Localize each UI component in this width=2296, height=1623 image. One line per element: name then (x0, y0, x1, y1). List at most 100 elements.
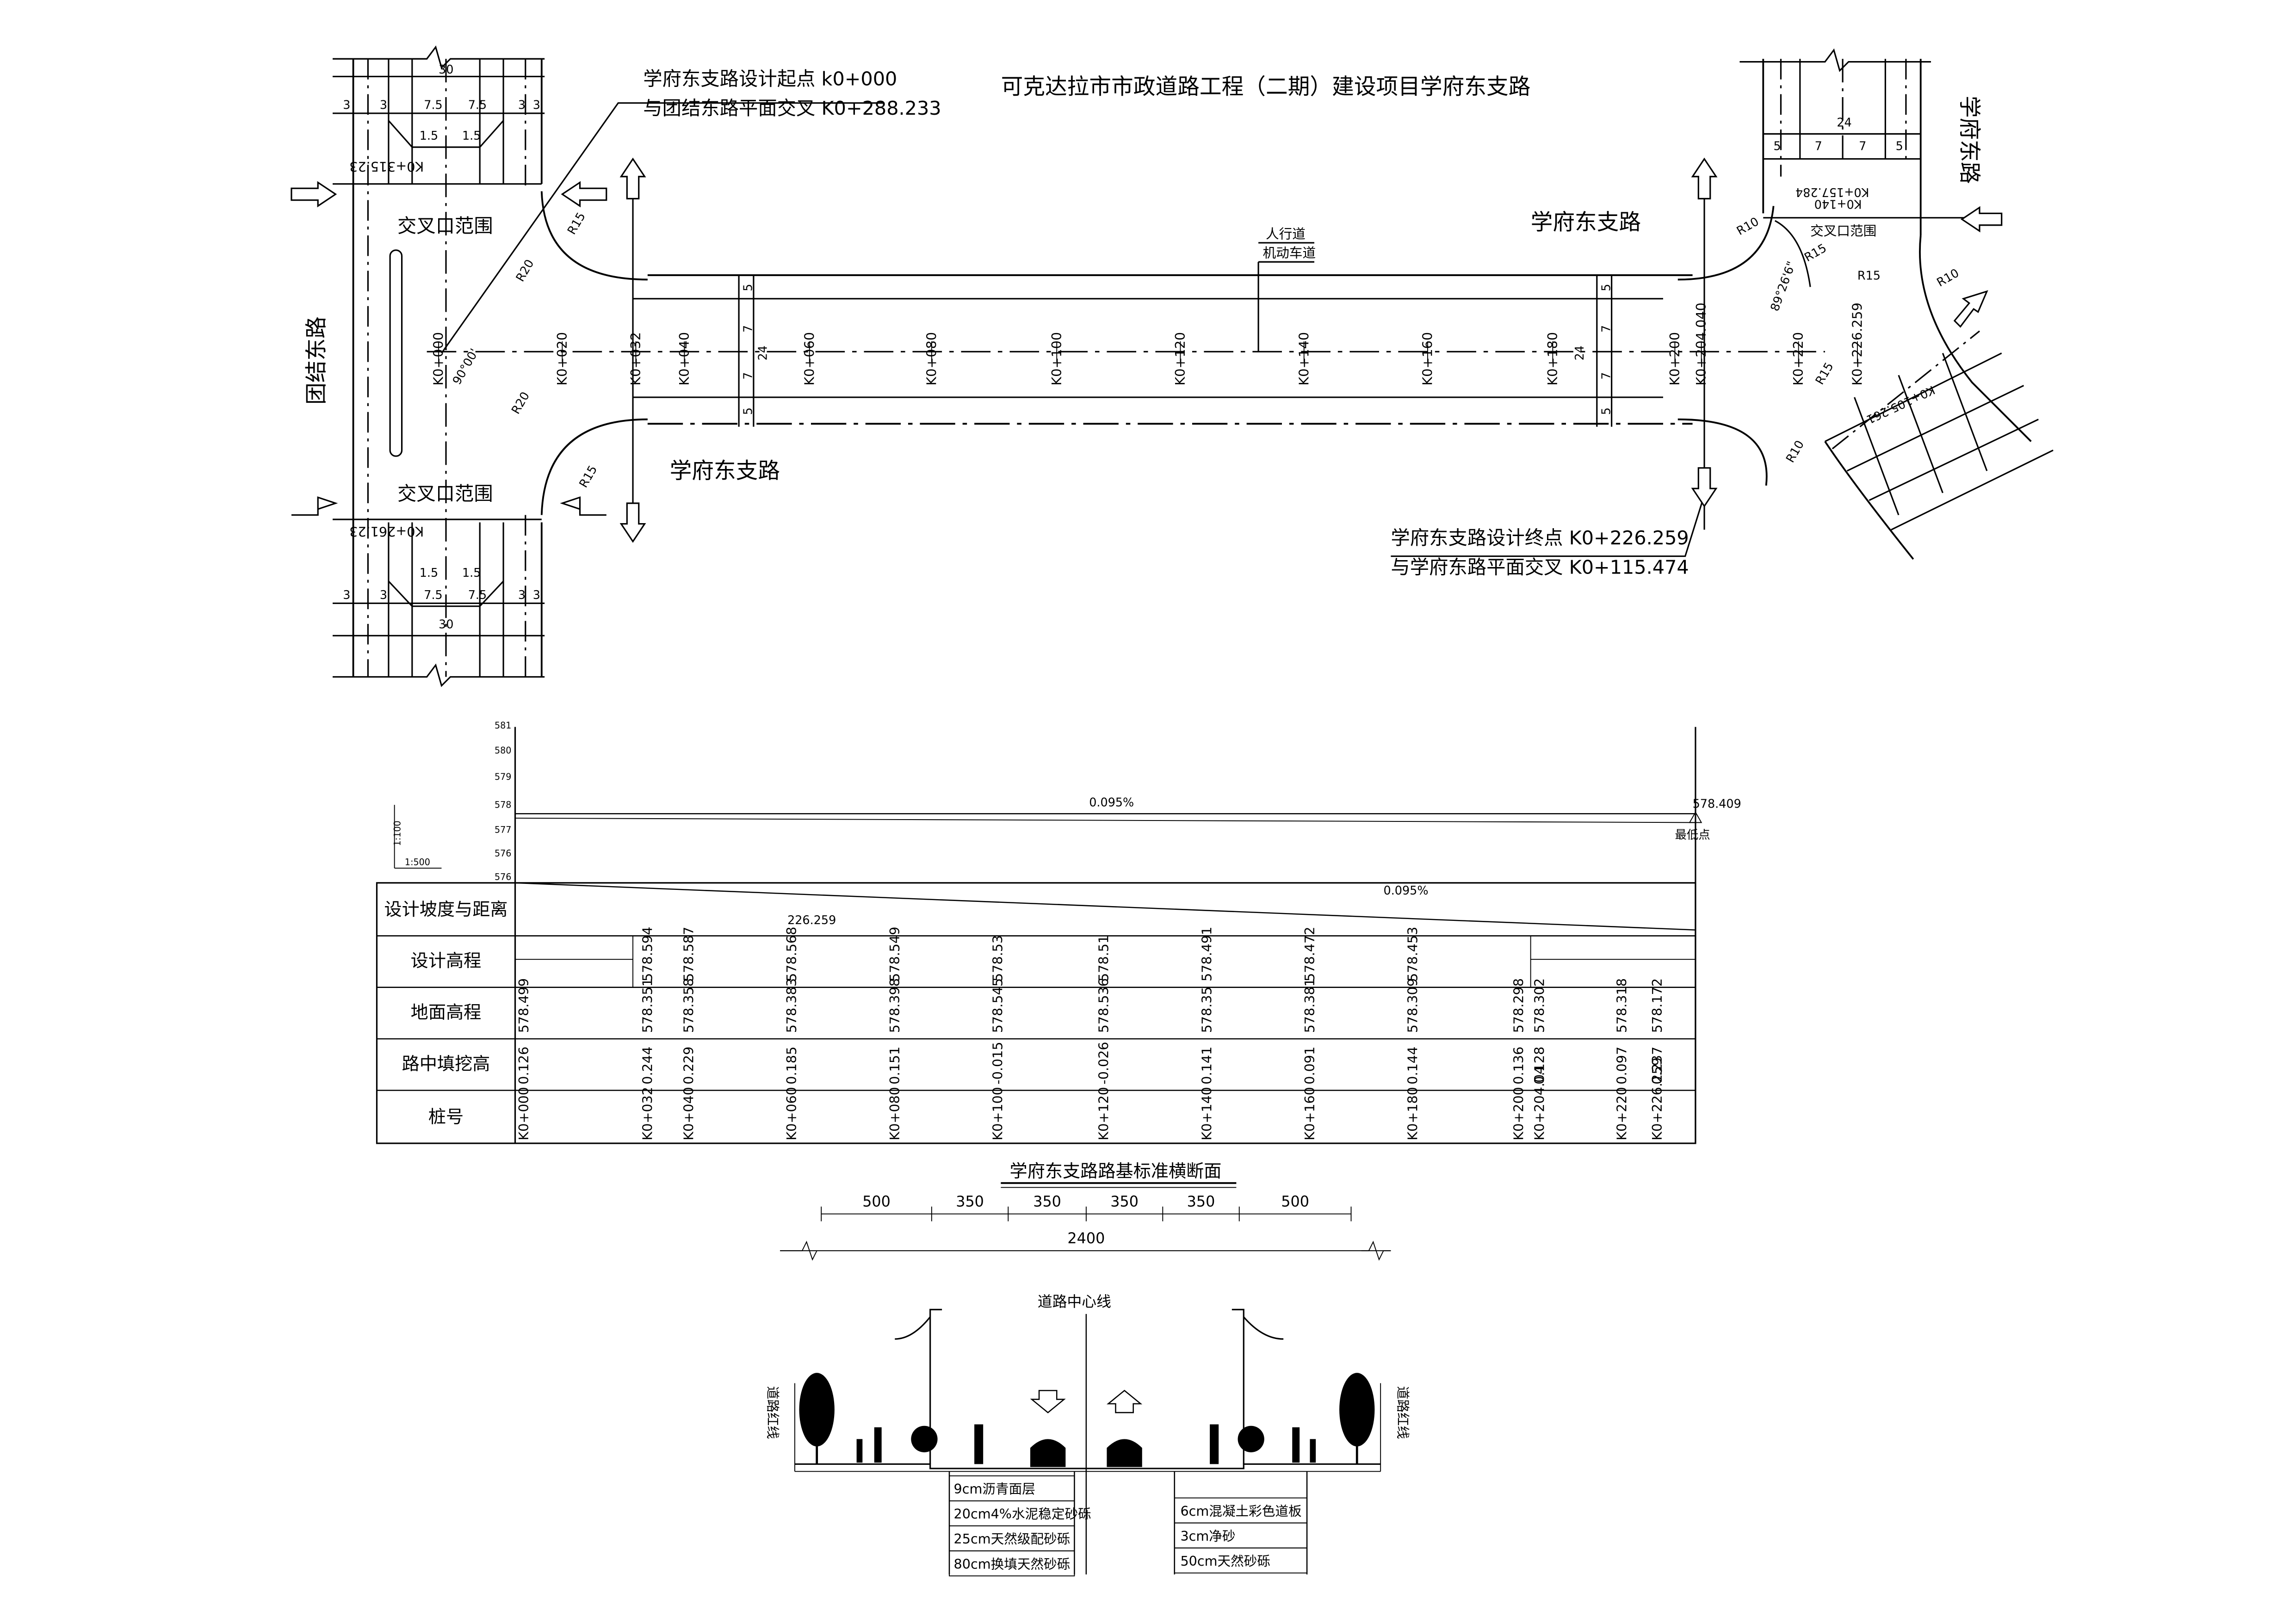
sidewalk-layer-label: 6cm混凝土彩色道板 (1180, 1503, 1301, 1519)
section-dim-label: 350 (1187, 1193, 1215, 1210)
elevation-tick-label: 579 (495, 772, 511, 782)
start-note-leader (441, 102, 883, 354)
left-dim-top: 3 (518, 98, 526, 112)
left-dim-top: 3 (380, 98, 387, 112)
width-dim-label: 5 (742, 284, 755, 291)
profile-horizontal-scale: 1:500 (405, 858, 430, 868)
left-small-dim-bottom: 1.5 (420, 566, 438, 580)
profile-station: K0+226.259 (1649, 1057, 1665, 1140)
break-symbol-right (1361, 1240, 1391, 1261)
design-elevation: 578.568 (784, 927, 799, 981)
elevation-tick-label: 581 (495, 721, 511, 731)
width-dim-label: 7 (1599, 372, 1613, 380)
ground-elevation: 578.536 (1096, 978, 1112, 1033)
low-point-marker-icon (1689, 811, 1702, 823)
design-elevation: 578.549 (887, 927, 903, 981)
traffic-arrow-icon (1960, 206, 2003, 233)
right-road-curb (1919, 235, 2032, 442)
right-cross-road (1739, 48, 2054, 560)
downward-arrow-icon (1030, 1390, 1066, 1413)
profile-station: K0+160 (1302, 1087, 1318, 1141)
section-dim-label: 350 (1110, 1193, 1139, 1210)
station-label: K0+032 (628, 332, 644, 386)
ground-elevation: 578.351 (639, 978, 655, 1033)
width-total-label: 24 (756, 346, 770, 360)
left-dim-bottom: 3 (533, 588, 540, 602)
station-label: K0+120 (1172, 332, 1188, 386)
ground-elevation: 578.298 (1511, 978, 1527, 1033)
profile-station: K0+100 (990, 1087, 1006, 1141)
traffic-arrow-icon (291, 181, 337, 208)
traffic-arrow-icon (1953, 290, 1988, 328)
break-symbol-top (333, 45, 545, 69)
profile-station: K0+140 (1199, 1087, 1214, 1141)
width-dim-label: 5 (1599, 284, 1613, 291)
ground-elevation: 578.302 (1531, 978, 1547, 1033)
design-elevation: 578.53 (990, 935, 1006, 981)
profile-station: K0+220 (1614, 1087, 1629, 1141)
row-label-station: 桩号 (428, 1107, 464, 1127)
profile-table-frame (376, 882, 1696, 1144)
cyclist-icon (974, 1424, 984, 1464)
station-label: K0+040 (676, 332, 692, 386)
centerline-label: 道路中心线 (1038, 1293, 1111, 1310)
station-label: K0+200 (1667, 332, 1683, 386)
profile-top-elev: 578.409 (1693, 797, 1741, 811)
pavement-layer-cell (949, 1550, 1075, 1577)
station-label: K0+080 (923, 332, 939, 386)
right-dim: 7 (1859, 139, 1866, 153)
car-icon (1030, 1439, 1066, 1467)
elevation-tick-label: 576 (495, 872, 511, 882)
elevation-tick-label: 580 (495, 746, 511, 756)
sidewalk-layer-label: 50cm天然砂砾 (1180, 1553, 1270, 1569)
row-label-grade: 设计坡度与距离 (384, 900, 507, 920)
design-elevation: 578.453 (1405, 927, 1421, 981)
break-symbol-left (780, 1240, 817, 1261)
main-road (427, 102, 1825, 557)
section-title: 学府东支路路基标准横断面 (1010, 1161, 1222, 1182)
left-dim-top: 3 (533, 98, 540, 112)
ground-elevation: 578.545 (990, 978, 1006, 1033)
ground-elevation: 578.381 (1302, 978, 1318, 1033)
right-road-cross-line (1825, 352, 2002, 442)
street-light-icon (929, 1308, 942, 1464)
start-note-line1: 学府东支路设计起点 k0+000 (643, 68, 897, 90)
lane-label: 机动车道 (1263, 245, 1316, 261)
pavement-layer-label: 80cm换填天然砂砾 (954, 1556, 1071, 1572)
shrub-icon (911, 1426, 938, 1452)
shrub-icon (1238, 1426, 1264, 1452)
road-name-top-right: 学府东支路 (1531, 210, 1641, 235)
elevation-tick-label: 578 (495, 800, 511, 810)
left-top-station: K0+315.23 (349, 159, 424, 174)
curb-return-bottom-left (540, 418, 648, 515)
right-top-station-1: K0+157.284 (1795, 185, 1869, 199)
cut-fill-height: 0.128 (1531, 1047, 1547, 1085)
drawing-title: 可克达拉市市政道路工程（二期）建设项目学府东支路 (1001, 74, 1531, 100)
station-label: K0+160 (1419, 332, 1435, 386)
ground-line (515, 817, 1696, 823)
start-note-line2: 与团结东路平面交叉 K0+288.233 (643, 97, 941, 119)
elevation-tick-label: 577 (495, 825, 511, 835)
pavement-layer-label: 20cm4%水泥稳定砂砾 (954, 1506, 1091, 1522)
traffic-arrow-icon (619, 502, 646, 543)
station-label: K0+204.040 (1693, 302, 1709, 385)
right-road-line (1898, 375, 1943, 494)
red-line-left-label: 道路红线 (765, 1386, 781, 1439)
profile-station: K0+040 (681, 1087, 696, 1141)
cut-fill-height: 0.229 (681, 1047, 696, 1085)
left-dim-bottom: 7.5 (424, 588, 442, 602)
cut-fill-height: 0.185 (784, 1047, 799, 1085)
pedestrian-icon (856, 1439, 863, 1463)
left-dim-bottom: 3 (380, 588, 387, 602)
design-elevation: 578.51 (1096, 935, 1112, 981)
pavement-layer-label: 25cm天然级配砂砾 (954, 1531, 1071, 1547)
profile-station: K0+080 (887, 1087, 903, 1141)
red-line-right-label: 道路红线 (1395, 1386, 1411, 1439)
width-dim-label: 7 (742, 325, 755, 333)
longitudinal-profile: 0.095% 578.409 最低点 1:100 1:500 226.259 0… (376, 721, 1741, 1144)
traffic-arrow-icon (561, 181, 607, 208)
section-total: 2400 (1067, 1229, 1105, 1247)
dim-line-small-bottom (388, 580, 504, 607)
